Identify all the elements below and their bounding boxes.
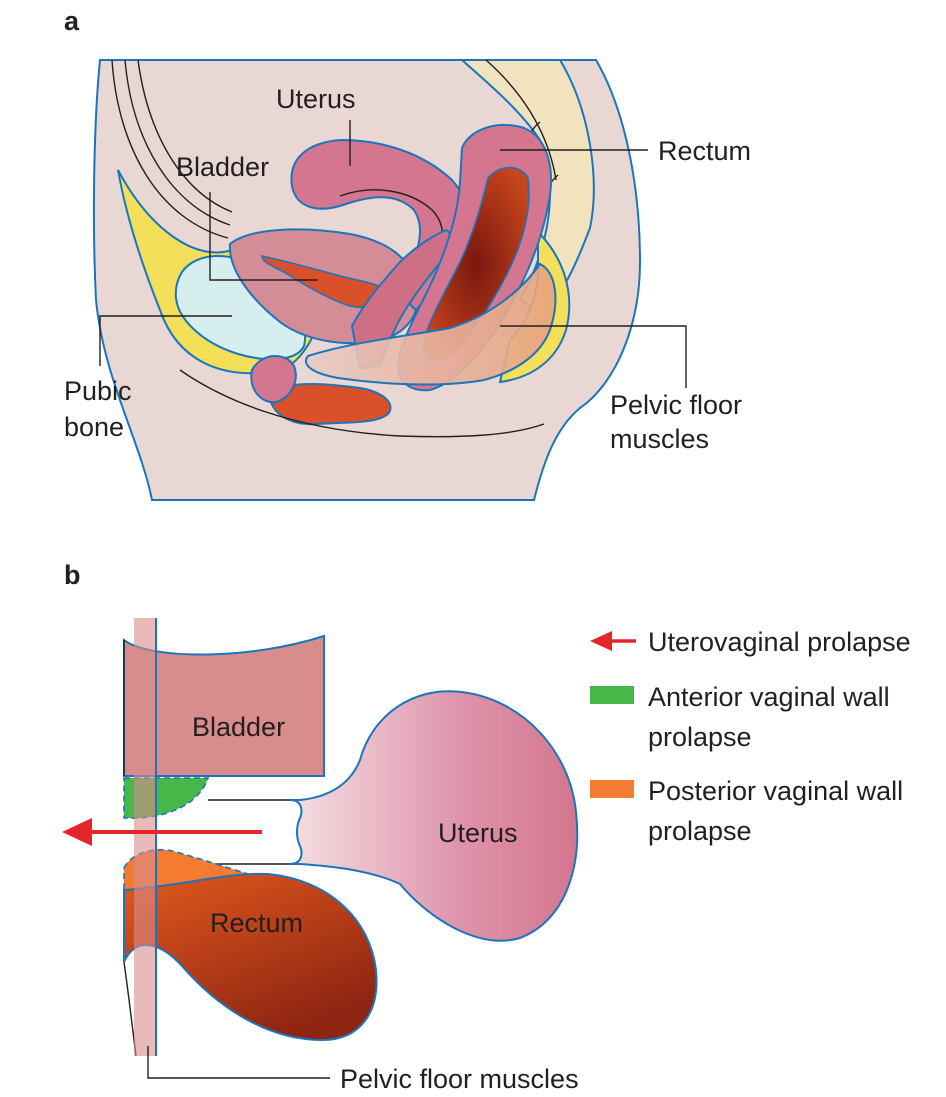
legend-uterovaginal-text: Uterovaginal prolapse (648, 627, 911, 657)
orange-swatch-icon (590, 780, 634, 798)
label-pelvic-floor-1: Pelvic floor (610, 390, 742, 420)
rectum-b (123, 872, 378, 1042)
green-swatch-icon (590, 686, 634, 704)
legend-anterior-text-1: Anterior vaginal wall (648, 682, 890, 712)
legend: Uterovaginal prolapse Anterior vaginal w… (590, 627, 911, 846)
label-rectum-a: Rectum (658, 136, 751, 166)
label-bladder-a: Bladder (176, 152, 269, 182)
legend-item-uterovaginal: Uterovaginal prolapse (590, 627, 911, 657)
panel-a-anatomy (92, 59, 642, 501)
leader-pelvic-floor (500, 325, 687, 388)
panel-a-letter: a (64, 6, 80, 36)
pelvic-floor-a (305, 262, 557, 386)
label-bladder-b: Bladder (192, 712, 285, 742)
legend-anterior-text-2: prolapse (648, 722, 752, 752)
panel-b-diagram (62, 618, 579, 1057)
pelvic-floor-bar (134, 618, 156, 1056)
legend-posterior-text-2: prolapse (648, 816, 752, 846)
uterus-b (289, 690, 579, 942)
uterovaginal-arrow (62, 818, 262, 846)
leader-bladder (209, 192, 318, 281)
legend-posterior-text-1: Posterior vaginal wall (648, 776, 903, 806)
red-arrow-icon (590, 631, 612, 651)
label-pelvic-floor-2: muscles (610, 424, 709, 454)
label-uterus-a: Uterus (276, 84, 356, 114)
label-uterus-b: Uterus (438, 818, 518, 848)
label-pubic-bone-1: Pubic (64, 376, 132, 406)
panel-b-letter: b (64, 560, 81, 590)
label-rectum-b: Rectum (210, 908, 303, 938)
perineal-body (268, 383, 392, 426)
legend-item-anterior: Anterior vaginal wall prolapse (590, 682, 890, 752)
leader-pubic-bone (99, 315, 232, 366)
introitus (250, 355, 297, 404)
label-pelvic-floor-b: Pelvic floor muscles (340, 1064, 579, 1094)
legend-item-posterior: Posterior vaginal wall prolapse (590, 776, 903, 846)
label-pubic-bone-2: bone (64, 412, 124, 442)
leader-pelvic-floor-b (147, 1046, 330, 1079)
